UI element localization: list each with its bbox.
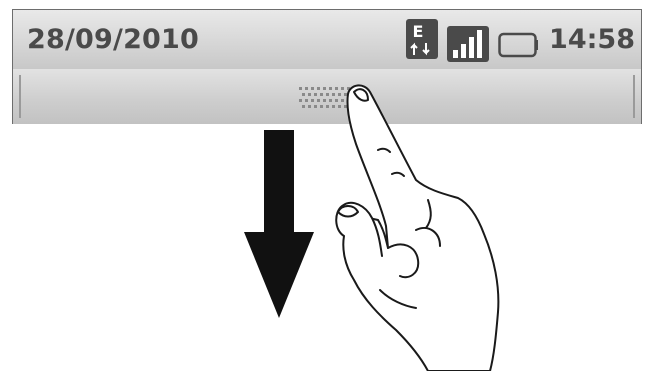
edge-badge-text: E [413,22,424,41]
status-date: 28/09/2010 [27,24,199,55]
battery-icon [498,32,539,58]
pointing-hand-icon [320,80,510,371]
edge-data-icon: E [404,17,440,61]
signal-strength-icon [447,26,489,62]
status-bar[interactable]: 28/09/2010 E 14:58 [13,10,641,70]
arrow-down-icon [244,130,314,320]
status-time: 14:58 [549,24,635,55]
